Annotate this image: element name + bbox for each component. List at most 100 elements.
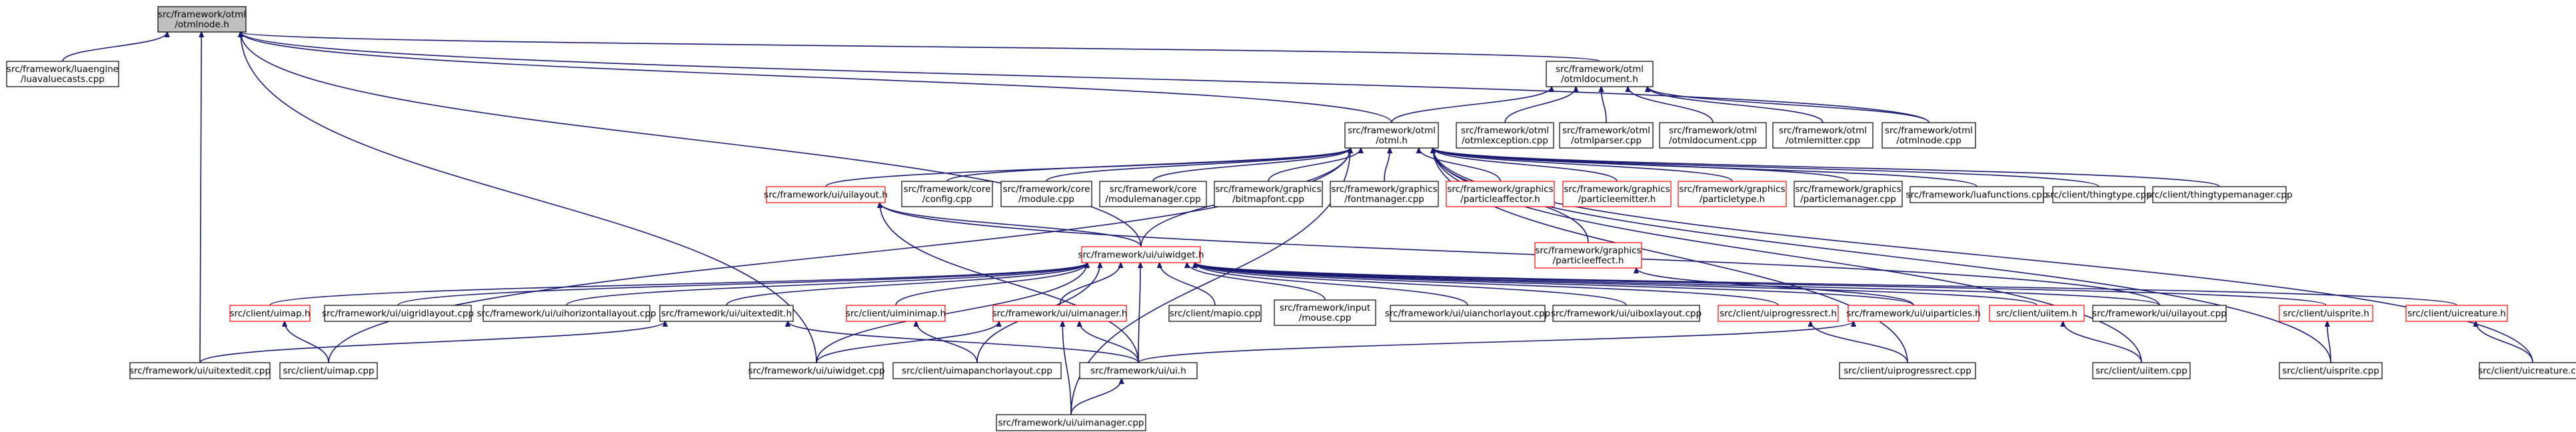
node-modulemanager[interactable]: src/framework/core/modulemanager.cpp bbox=[1099, 181, 1207, 207]
edge-uigridlayout-to-uiwidget_h bbox=[397, 263, 1087, 306]
node-luavaluecasts[interactable]: src/framework/luaengine/luavaluecasts.cp… bbox=[6, 61, 119, 87]
edge-uimap_h-to-uiwidget_h bbox=[269, 263, 1087, 306]
node-label: /otml.h bbox=[1376, 135, 1408, 146]
node-particleeffect[interactable]: src/framework/graphics/particleeffect.h bbox=[1534, 242, 1642, 269]
node-uiprogressrect-h[interactable]: src/client/uiprogressrect.h bbox=[1718, 305, 1839, 322]
node-box bbox=[324, 305, 472, 322]
node-label: src/client/uiitem.h bbox=[1996, 309, 2077, 319]
edge-uiprogressrect_cpp-to-uiprogressrect_h bbox=[1811, 321, 1908, 363]
node-config[interactable]: src/framework/core/config.cpp bbox=[901, 181, 993, 207]
edge-uiitem_cpp-to-uiitem_h bbox=[2063, 321, 2142, 363]
node-luafunctions[interactable]: src/framework/luafunctions.cpp bbox=[1906, 186, 2048, 203]
edge-uiwidget_h-to-uilayout_h bbox=[880, 203, 1142, 247]
edge-uimap_cpp-to-uimap_h bbox=[285, 321, 329, 363]
node-uimapanchorlayout[interactable]: src/client/uimapanchorlayout.cpp bbox=[892, 362, 1062, 379]
node-otmlnode-h[interactable]: src/framework/otml/otmlnode.h bbox=[157, 6, 247, 33]
node-label: /particleaffector.h bbox=[1460, 194, 1540, 205]
node-uiminimap-h[interactable]: src/client/uiminimap.h bbox=[846, 305, 946, 322]
node-label: src/client/uiitem.cpp bbox=[2095, 366, 2187, 377]
node-box bbox=[1081, 246, 1201, 263]
node-uilayout-cpp[interactable]: src/framework/ui/uilayout.cpp bbox=[2092, 305, 2227, 322]
node-otml-h[interactable]: src/framework/otml/otml.h bbox=[1344, 122, 1439, 149]
edge-ui_h-to-uiparticles_h bbox=[1138, 321, 1854, 363]
node-label: src/framework/otml bbox=[1556, 64, 1644, 75]
node-particleaffector[interactable]: src/framework/graphics/particleaffector.… bbox=[1446, 181, 1555, 207]
node-label: src/client/thingtype.cpp bbox=[2045, 190, 2152, 201]
node-box bbox=[1562, 181, 1672, 207]
edge-otmlparser-to-otmldocument_h bbox=[1602, 87, 1607, 123]
node-box bbox=[1552, 305, 1700, 322]
node-mapio[interactable]: src/client/mapio.cpp bbox=[1168, 305, 1262, 322]
edge-uihorizontallayout-to-uiwidget_h bbox=[566, 263, 1087, 306]
node-label: /otmlparser.cpp bbox=[1571, 135, 1642, 146]
node-otmlexception[interactable]: src/framework/otml/otmlexception.cpp bbox=[1456, 122, 1554, 149]
node-label: src/framework/graphics bbox=[1215, 184, 1321, 195]
edge-uiwidget_cpp-to-uiwidget_h bbox=[816, 263, 1087, 363]
node-label: src/framework/ui/uianchorlayout.cpp bbox=[1385, 309, 1550, 319]
node-fontmanager[interactable]: src/framework/graphics/fontmanager.cpp bbox=[1330, 181, 1439, 207]
node-particletype[interactable]: src/framework/graphics/particletype.h bbox=[1678, 181, 1787, 207]
node-otmlnode-cpp[interactable]: src/framework/otml/otmlnode.cpp bbox=[1882, 122, 1976, 149]
node-uiitem-h[interactable]: src/client/uiitem.h bbox=[1989, 305, 2085, 322]
node-box bbox=[846, 305, 946, 322]
edge-thingtype-to-otml_h bbox=[1433, 148, 2099, 187]
edge-uimanager_cpp-to-uimanager_h bbox=[1062, 321, 1072, 415]
node-uianchorlayout[interactable]: src/framework/ui/uianchorlayout.cpp bbox=[1385, 305, 1550, 322]
node-uigridlayout[interactable]: src/framework/ui/uigridlayout.cpp bbox=[322, 305, 474, 322]
edge-uitextedit_h-to-uiwidget_h bbox=[726, 263, 1087, 306]
node-box bbox=[1344, 122, 1439, 149]
node-box bbox=[2405, 305, 2508, 322]
node-particlemanager[interactable]: src/framework/graphics/particlemanager.c… bbox=[1794, 181, 1903, 207]
node-uiprogressrect-cpp[interactable]: src/client/uiprogressrect.cpp bbox=[1839, 362, 1976, 379]
node-bitmapfont[interactable]: src/framework/graphics/bitmapfont.cpp bbox=[1214, 181, 1323, 207]
node-uimap-cpp[interactable]: src/client/uimap.cpp bbox=[279, 362, 378, 379]
node-box bbox=[2479, 362, 2576, 379]
node-box bbox=[1848, 305, 1979, 322]
node-uicreature-h[interactable]: src/client/uicreature.h bbox=[2405, 305, 2508, 322]
node-otmlemitter[interactable]: src/framework/otml/otmlemitter.cpp bbox=[1772, 122, 1874, 149]
edge-ui_h-to-uitextedit_h bbox=[788, 321, 1139, 363]
node-module[interactable]: src/framework/core/module.cpp bbox=[1000, 181, 1092, 207]
node-otmldocument-h[interactable]: src/framework/otml/otmldocument.h bbox=[1546, 61, 1654, 87]
node-label: /otmlemitter.cpp bbox=[1786, 135, 1860, 146]
node-thingtype[interactable]: src/client/thingtype.cpp bbox=[2045, 186, 2152, 203]
node-label: src/framework/graphics bbox=[1795, 184, 1901, 195]
edge-uimanager_cpp-to-ui_h bbox=[1070, 379, 1122, 415]
node-otmlparser[interactable]: src/framework/otml/otmlparser.cpp bbox=[1559, 122, 1654, 149]
node-label: src/framework/ui/uimanager.cpp bbox=[998, 418, 1144, 429]
node-uimanager-h[interactable]: src/framework/ui/uimanager.h bbox=[992, 305, 1128, 322]
edge-luavaluecasts-to-otmlnode_h bbox=[62, 32, 167, 62]
edge-otmlnode_cpp-to-otmlnode_h bbox=[241, 32, 1930, 123]
node-uilayout-h[interactable]: src/framework/ui/uilayout.h bbox=[764, 186, 888, 203]
node-box bbox=[996, 414, 1146, 431]
edge-uiminimap_h-to-uiwidget_h bbox=[895, 263, 1087, 306]
node-uimanager-cpp[interactable]: src/framework/ui/uimanager.cpp bbox=[996, 414, 1146, 431]
node-box bbox=[1446, 181, 1555, 207]
node-uiwidget-h[interactable]: src/framework/ui/uiwidget.h bbox=[1078, 246, 1204, 263]
node-uihorizontallayout[interactable]: src/framework/ui/uihorizontallayout.cpp bbox=[477, 305, 656, 322]
node-uicreature-cpp[interactable]: src/client/uicreature.cpp bbox=[2478, 362, 2576, 379]
node-uiparticles-h[interactable]: src/framework/ui/uiparticles.h bbox=[1846, 305, 1981, 322]
node-mouse[interactable]: src/framework/input/mouse.cpp bbox=[1274, 299, 1376, 326]
node-otmldocument-cpp[interactable]: src/framework/otml/otmldocument.cpp bbox=[1659, 122, 1767, 149]
node-label: /mouse.cpp bbox=[1299, 313, 1352, 323]
node-label: /fontmanager.cpp bbox=[1344, 194, 1424, 205]
node-uisprite-cpp[interactable]: src/client/uisprite.cpp bbox=[2279, 362, 2383, 379]
node-uiitem-cpp[interactable]: src/client/uiitem.cpp bbox=[2092, 362, 2191, 379]
node-uimap-h[interactable]: src/client/uimap.h bbox=[229, 305, 311, 322]
node-uiwidget-cpp[interactable]: src/framework/ui/uiwidget.cpp bbox=[748, 362, 885, 379]
node-box bbox=[1910, 186, 2044, 203]
node-box bbox=[992, 305, 1127, 322]
edge-particleemitter-to-otml_h bbox=[1433, 148, 1618, 182]
node-uisprite-h[interactable]: src/client/uisprite.h bbox=[2279, 305, 2373, 322]
node-uitextedit-cpp[interactable]: src/framework/ui/uitextedit.cpp bbox=[129, 362, 271, 379]
node-label: src/framework/ui/uitextedit.cpp bbox=[129, 366, 271, 377]
node-label: src/framework/ui/uimanager.h bbox=[992, 309, 1128, 319]
edge-otml_h-to-otmlnode_h bbox=[241, 32, 1392, 123]
node-uiboxlayout[interactable]: src/framework/ui/uiboxlayout.cpp bbox=[1551, 305, 1702, 322]
node-thingtypemanager[interactable]: src/client/thingtypemanager.cpp bbox=[2146, 186, 2293, 203]
node-uitextedit-h[interactable]: src/framework/ui/uitextedit.h bbox=[659, 305, 794, 322]
node-ui-h[interactable]: src/framework/ui/ui.h bbox=[1079, 362, 1198, 379]
node-label: src/client/uimap.cpp bbox=[283, 366, 374, 377]
node-particleemitter[interactable]: src/framework/graphics/particleemitter.h bbox=[1562, 181, 1672, 207]
